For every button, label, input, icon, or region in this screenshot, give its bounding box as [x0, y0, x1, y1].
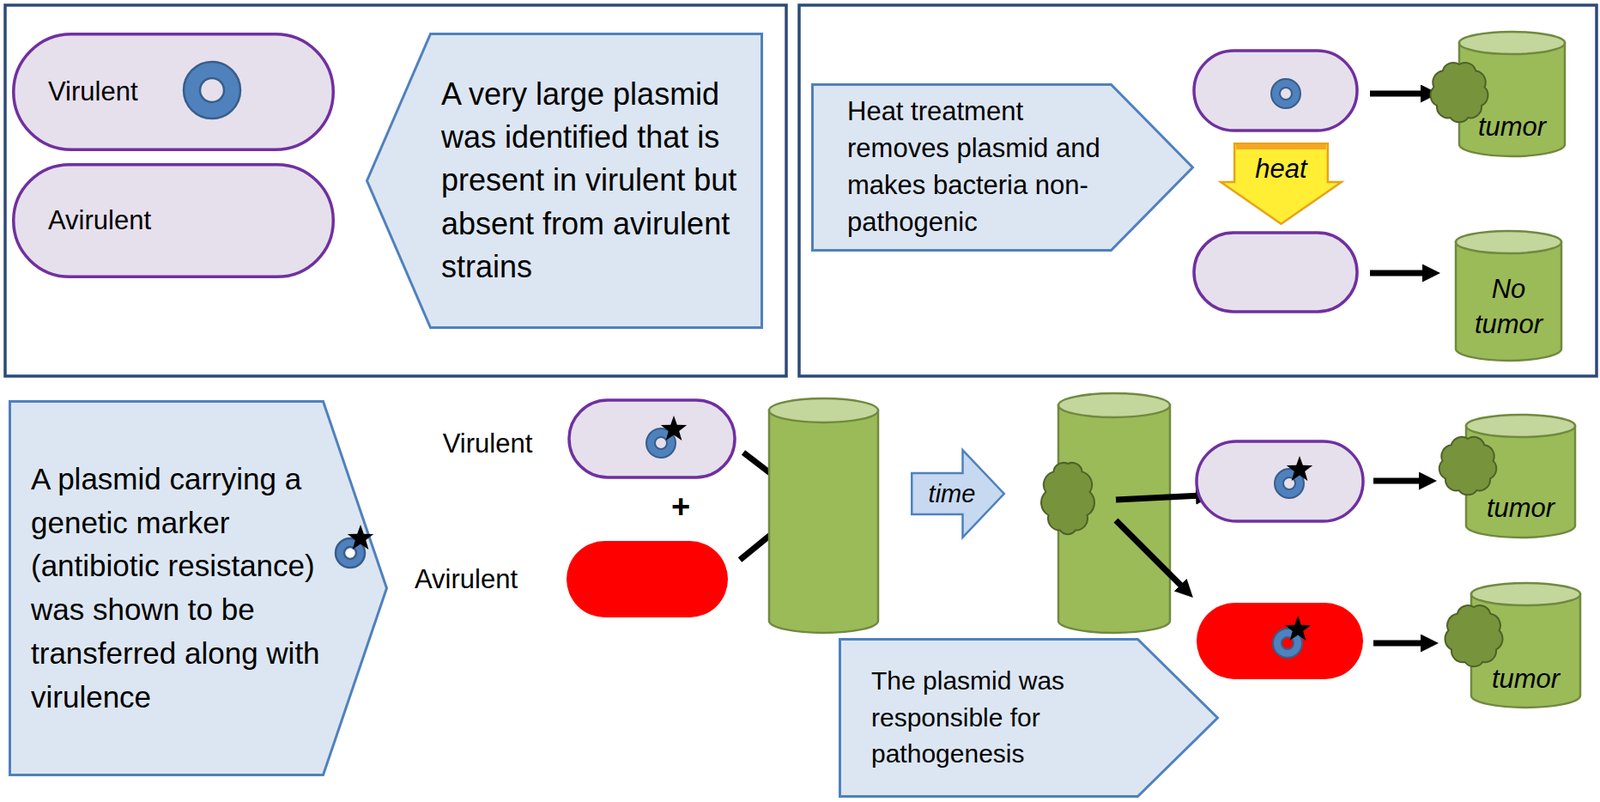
node-text: tumor [1486, 491, 1555, 524]
callout-shape [8, 400, 388, 776]
bacterium-red [566, 540, 728, 618]
strain-label: Avirulent [414, 563, 518, 595]
plasmid [183, 61, 241, 119]
arrow [1369, 90, 1427, 97]
node-text: A plasmid carrying a genetic marker (ant… [30, 457, 325, 720]
arrow [1115, 520, 1185, 589]
text-area: tumor [1467, 482, 1574, 534]
time-arrow: time [910, 448, 1006, 539]
tumor-growth [1444, 605, 1503, 667]
marker-star [1284, 615, 1311, 641]
callout: A plasmid carrying a genetic marker (ant… [8, 400, 388, 776]
cylinder-top [1459, 31, 1565, 55]
heat-arrow: heat [1219, 142, 1343, 225]
marker-star [347, 524, 374, 550]
graphic-part [769, 398, 879, 423]
plasmid [1271, 78, 1301, 109]
tumor-growth [1041, 462, 1095, 534]
strain-label: Virulent [442, 428, 534, 460]
callout-outline [10, 401, 388, 776]
text-area: A very large plasmid was identified that… [441, 39, 758, 322]
marker-star [1286, 455, 1313, 481]
text-area: A plasmid carrying a genetic marker (ant… [30, 406, 325, 770]
callout-outline [840, 639, 1219, 797]
graphic-part [1058, 393, 1170, 418]
text-area: Heat treatment removes plasmid and makes… [847, 90, 1116, 245]
tumor-cylinder: tumor [1469, 581, 1582, 710]
plasmid-hole [344, 546, 357, 559]
bacterium: Virulent [12, 32, 335, 152]
bacterium [1193, 232, 1358, 312]
node-text: time [928, 478, 976, 510]
bacterium [569, 400, 735, 478]
bacterium [1193, 50, 1358, 131]
bacterium: Avirulent [12, 163, 335, 279]
text-area: heat [1235, 149, 1328, 189]
callout-outline [812, 84, 1194, 251]
node-text: Avirulent [48, 204, 152, 237]
arrow [1373, 478, 1425, 485]
tumor-cylinder: tumor [1457, 30, 1567, 158]
arrow [1369, 270, 1429, 277]
node-text: A very large plasmid was identified that… [441, 72, 758, 288]
node-text: Heat treatment removes plasmid and makes… [847, 93, 1116, 241]
callout-outline [367, 34, 763, 328]
callout: Heat treatment removes plasmid and makes… [811, 83, 1194, 252]
marker-star [660, 415, 687, 441]
plant-stem [769, 398, 879, 633]
callout: The plasmid was responsible for pathogen… [838, 637, 1219, 798]
bacterium-red [1196, 602, 1364, 679]
arrow-band [1236, 144, 1327, 150]
text-area: tumor [1460, 100, 1564, 153]
bacterium [1196, 441, 1364, 522]
node-text: The plasmid was responsible for pathogen… [871, 662, 1133, 773]
time-arrow-outline [911, 449, 1005, 538]
plasmid-hole [1279, 87, 1292, 100]
bacterium-outline [13, 164, 334, 278]
plant-cylinder: No tumor [1454, 230, 1564, 363]
cylinder-top [1471, 582, 1581, 606]
panel-frame [799, 5, 1597, 376]
text-area: No tumor [1464, 256, 1553, 358]
cylinder-body [1455, 242, 1562, 361]
callout: A very large plasmid was identified that… [365, 32, 764, 329]
graphic-part [769, 410, 879, 633]
node-text: tumor [1478, 110, 1546, 143]
text-area: The plasmid was responsible for pathogen… [871, 642, 1133, 793]
panel-frame [5, 5, 787, 376]
plasmid-hole [654, 436, 667, 449]
tumor-cylinder: tumor [1464, 413, 1577, 540]
text-area: time [912, 472, 992, 515]
node-text: No tumor [1464, 272, 1553, 342]
cylinder-top [1466, 414, 1576, 437]
plus-sign: + [671, 488, 691, 526]
node-text: Virulent [48, 75, 139, 108]
cylinder-top [1455, 230, 1562, 254]
plasmid-hole [200, 78, 225, 103]
arrow [1115, 495, 1202, 500]
arrow [1373, 640, 1427, 647]
tumor-growth [1041, 462, 1095, 534]
text-area: tumor [1472, 654, 1579, 704]
node-text: tumor [1491, 662, 1560, 695]
bacterium-outline [13, 34, 334, 151]
text-area: Virulent [48, 32, 194, 152]
tumor-growth [1439, 436, 1497, 495]
heat-arrow-outline [1220, 143, 1342, 225]
text-area: Avirulent [48, 163, 194, 279]
node-text: heat [1254, 152, 1307, 185]
